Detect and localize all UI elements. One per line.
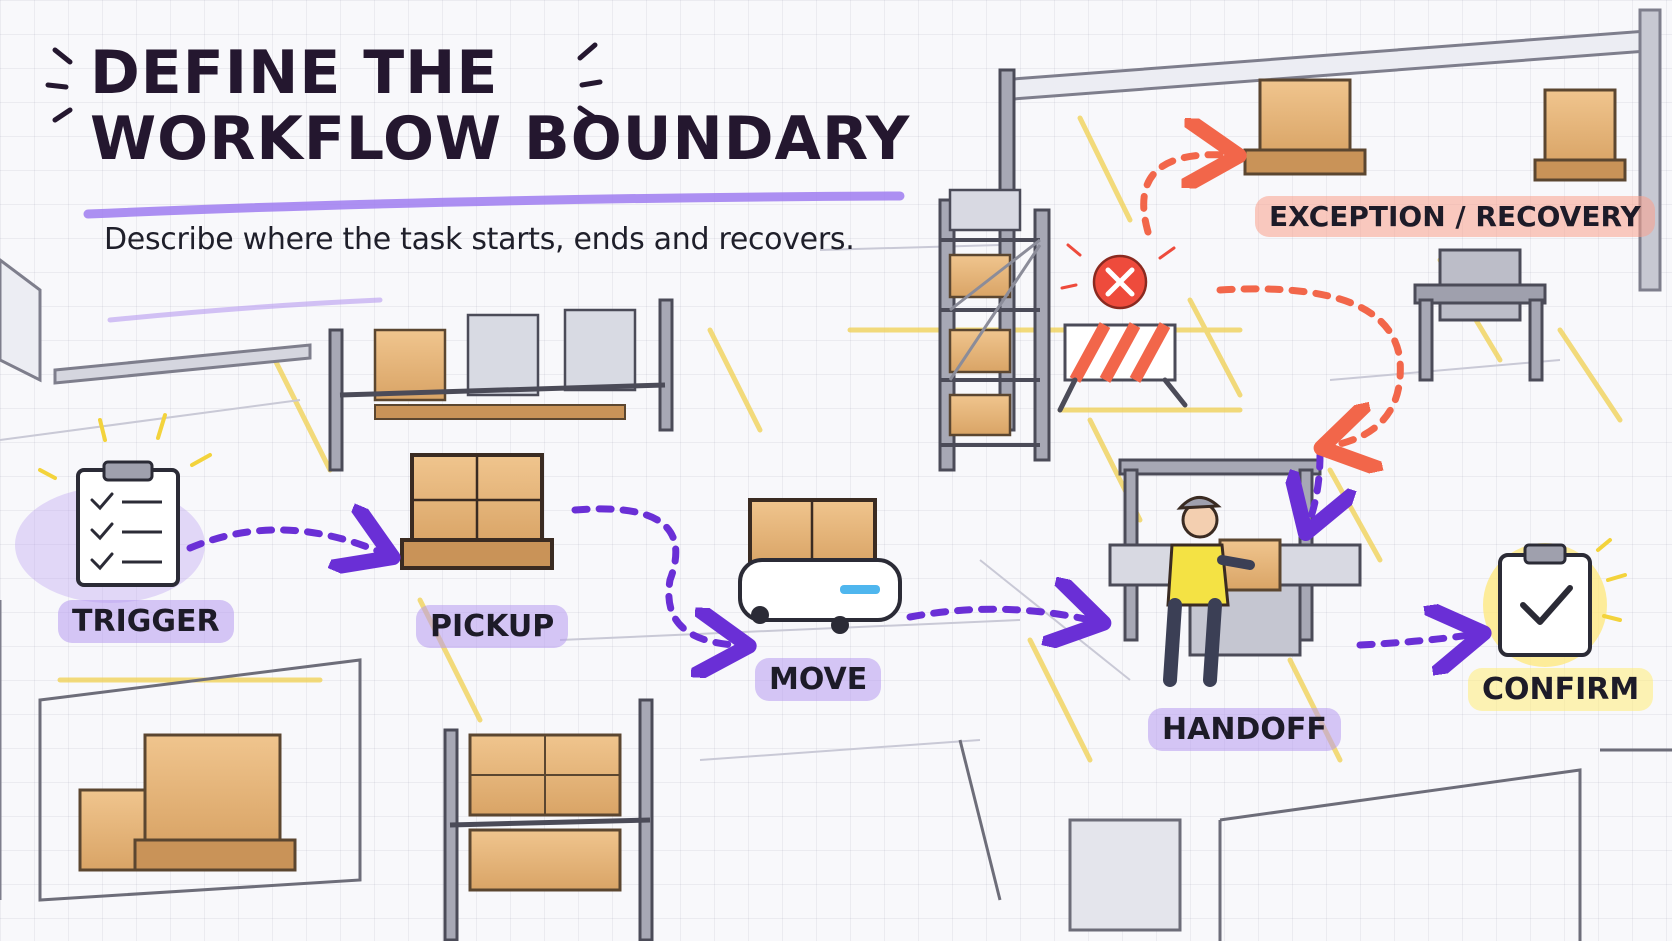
step-label-trigger: TRIGGER (58, 600, 234, 643)
tall-rack (938, 68, 1051, 472)
arrow-to-exception (1140, 155, 1225, 236)
robot-cart-icon (738, 498, 902, 634)
step-label-handoff: HANDOFF (1148, 708, 1341, 751)
arrow-trigger-to-pickup (186, 530, 380, 552)
pallet-boxes-top (1243, 78, 1627, 182)
bottom-rack (443, 698, 654, 941)
title-line-1: DEFINE THE (90, 38, 499, 108)
arrow-pickup-to-move (571, 505, 735, 645)
page-title: DEFINE THE WORKFLOW BOUNDARY (90, 40, 910, 172)
worker-icon (1163, 496, 1255, 687)
error-x-icon (1060, 243, 1176, 310)
arrow-exception-to-handoff (1216, 285, 1404, 445)
recovery-arrows (1140, 155, 1404, 445)
subtitle: Describe where the task starts, ends and… (104, 222, 855, 257)
barrier-icon (1057, 322, 1188, 413)
bottom-right-structures (958, 739, 1672, 941)
clipboard-checklist-icon (15, 413, 212, 603)
clipboard-check-icon (1483, 538, 1627, 667)
step-label-move: MOVE (755, 658, 882, 701)
step-label-exception: EXCEPTION / RECOVERY (1255, 196, 1655, 237)
arrow-handoff-to-confirm (1356, 635, 1470, 645)
title-line-2: WORKFLOW BOUNDARY (90, 104, 911, 174)
title-underline (45, 42, 905, 323)
step-label-pickup: PICKUP (416, 605, 569, 648)
arrow-move-to-handoff (906, 609, 1090, 620)
step-label-confirm: CONFIRM (1468, 668, 1654, 711)
pallet-boxes-icon (400, 453, 554, 570)
left-rack (328, 298, 674, 472)
machine-stand (1413, 248, 1547, 382)
bottom-left-pallet (38, 658, 362, 902)
